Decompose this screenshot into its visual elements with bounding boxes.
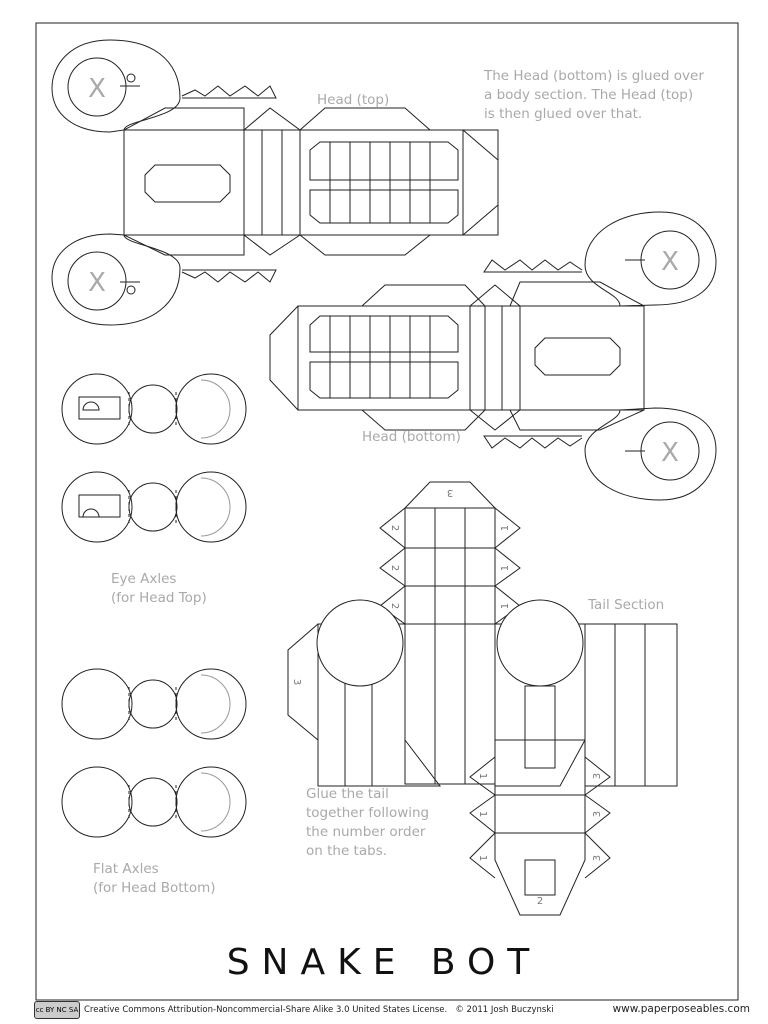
tab-number: 2 — [389, 525, 400, 531]
tab-number: 1 — [477, 855, 488, 861]
head-top-label: Head (top) — [317, 92, 390, 108]
head-note-line: a body section. The Head (top) — [484, 87, 694, 103]
tab-number: 1 — [477, 773, 488, 779]
x-mark: X — [661, 247, 679, 277]
tail-note-line: Glue the tail — [306, 786, 389, 802]
flat-axle-lower — [61, 766, 247, 838]
tail-note-line: on the tabs. — [306, 843, 388, 859]
tab-number: 3 — [592, 855, 603, 861]
website-link[interactable]: www.paperposeables.com — [612, 1003, 750, 1015]
tab-number: 3 — [592, 773, 603, 779]
license-text: Creative Commons Attribution-Noncommerci… — [84, 1005, 554, 1015]
tail-note-line: the number order — [306, 824, 426, 840]
head-bottom-piece — [269, 211, 717, 501]
tab-number: 1 — [500, 565, 511, 571]
flat-axles-label: Flat Axles — [93, 861, 159, 877]
eye-axles-sublabel: (for Head Top) — [111, 590, 207, 606]
head-bottom-label: Head (bottom) — [362, 429, 461, 445]
tail-section-piece — [287, 481, 678, 916]
tail-note-line: together following — [306, 805, 430, 821]
x-mark: X — [88, 268, 106, 298]
eye-axles-label: Eye Axles — [111, 571, 177, 587]
tab-number: 2 — [537, 896, 543, 907]
eye-axle-upper — [61, 373, 247, 445]
copyright-text: © 2011 Josh Buczynski — [455, 1005, 554, 1015]
page-border — [35, 22, 739, 1001]
tab-number: 2 — [389, 565, 400, 571]
head-note-line: is then glued over that. — [484, 106, 643, 122]
cc-license-badge[interactable]: cc BY NC SA — [34, 1001, 80, 1019]
head-top-piece — [51, 39, 499, 326]
license-statement: Creative Commons Attribution-Noncommerci… — [84, 1005, 448, 1015]
flat-axles-sublabel: (for Head Bottom) — [93, 880, 216, 896]
x-mark: X — [661, 438, 679, 468]
tab-number: 3 — [291, 679, 302, 685]
tab-number: 2 — [389, 603, 400, 609]
eye-axle-lower — [61, 471, 247, 543]
tail-section-label: Tail Section — [588, 597, 665, 613]
tab-number: 3 — [447, 487, 453, 498]
tab-number: 1 — [500, 525, 511, 531]
tab-number: 1 — [500, 603, 511, 609]
page-title: SNAKE BOT — [226, 942, 542, 983]
head-note-line: The Head (bottom) is glued over — [484, 68, 704, 84]
tab-number: 3 — [592, 811, 603, 817]
x-mark: X — [88, 74, 106, 104]
tab-number: 1 — [477, 811, 488, 817]
flat-axle-upper — [61, 668, 247, 740]
